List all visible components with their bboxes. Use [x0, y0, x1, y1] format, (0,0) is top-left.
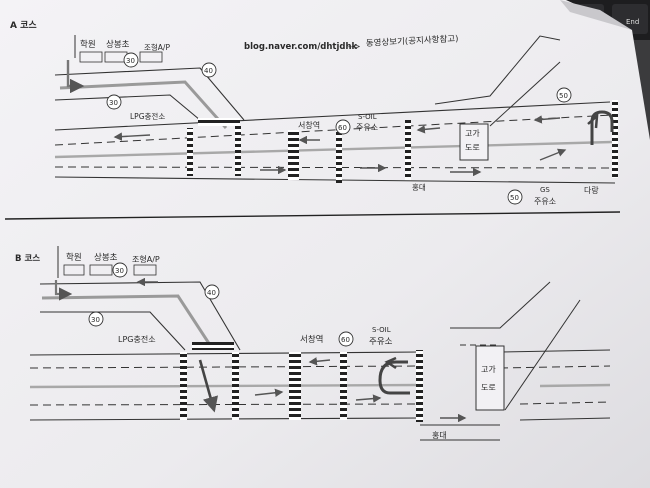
a-speed-limit-signs: 30 40 30 60 50 50 — [106, 52, 572, 205]
url-arrow: --> — [348, 42, 360, 51]
a-soil-bottom: 주유소 — [356, 123, 378, 132]
b-soil-top: S-OIL — [372, 326, 391, 334]
course-b-title: B 코스 — [15, 254, 40, 264]
b-academy-label: 학원 — [66, 252, 82, 263]
a-overpass-1: 고가 — [465, 129, 480, 138]
b-lpg-label: LPG충전소 — [118, 334, 156, 344]
b-speed-60: 60 — [341, 336, 350, 344]
a-gs-top: GS — [540, 186, 550, 194]
a-gs-bottom: 주유소 — [534, 197, 556, 206]
a-lpg-label: LPG충전소 — [130, 111, 165, 121]
b-school-label: 상봉초 — [94, 252, 118, 263]
end-key-label: End — [626, 18, 639, 26]
b-speed-30-side: 30 — [91, 316, 100, 324]
b-speed-30-top: 30 — [115, 267, 124, 275]
a-apt-label: 조형A/P — [144, 43, 170, 52]
a-speed-40: 40 — [204, 67, 213, 75]
b-hongdae-label: 홍대 — [432, 430, 447, 440]
course-a-map: A 코스 blog.naver.com/dhtjdhk --> 동영상보기(공지… — [10, 20, 618, 206]
course-b-map: B 코스 학원 상봉초 조형A/P 고 — [15, 246, 611, 441]
b-soil-bottom: 주유소 — [369, 337, 393, 347]
b-speed-limit-signs: 30 40 30 60 — [88, 262, 354, 347]
a-speed-50-top: 50 — [559, 92, 568, 100]
b-overpass-1: 고가 — [481, 365, 496, 374]
a-darang-label: 다랑 — [584, 185, 599, 195]
video-note: 동영상보기(공지사항참고) — [366, 33, 459, 49]
section-divider — [4, 211, 621, 220]
b-speed-40: 40 — [207, 289, 216, 297]
a-school-label: 상봉초 — [106, 39, 130, 50]
b-apt-label: 조형A/P — [132, 255, 160, 264]
a-overpass-2: 도로 — [465, 143, 480, 152]
a-speed-60: 60 — [338, 124, 347, 132]
a-speed-30-top: 30 — [126, 57, 135, 65]
a-speed-50-bottom: 50 — [510, 194, 519, 202]
b-seochang-label: 서창역 — [300, 334, 323, 345]
course-a-title: A 코스 — [10, 20, 37, 31]
a-academy-label: 학원 — [80, 39, 96, 50]
blog-url: blog.naver.com/dhtjdhk — [244, 42, 358, 52]
a-seochang-label: 서창역 — [298, 120, 320, 130]
a-speed-30-side: 30 — [109, 99, 118, 107]
a-soil-top: S-OIL — [358, 113, 377, 121]
a-hongdae-label: 홍대 — [412, 182, 426, 192]
b-overpass-2: 도로 — [481, 383, 496, 392]
